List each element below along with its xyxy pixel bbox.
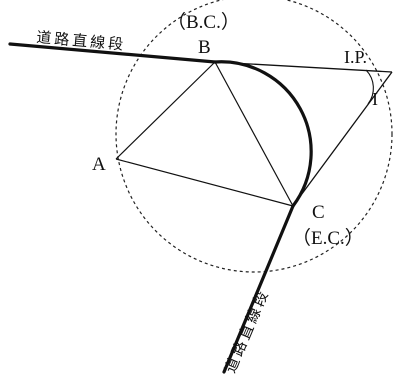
- label-ec-note: （E.C.）: [292, 227, 364, 249]
- label-road-bottom: 道路直線段: [221, 286, 273, 374]
- tangent-ip-c: [292, 71, 393, 207]
- line-a-c: [115, 158, 294, 207]
- label-ip: I.P.: [344, 47, 367, 67]
- chord-b-c: [214, 61, 294, 207]
- label-point-c: C: [312, 202, 325, 223]
- label-bc-note: （B.C.）: [167, 11, 240, 33]
- curve-arc-bc: [213, 60, 313, 208]
- dotted-circle: [115, 0, 393, 273]
- line-a-b: [115, 61, 216, 160]
- label-angle-i: I: [372, 89, 378, 109]
- label-point-a: A: [92, 154, 106, 175]
- road-straight-top: [8, 42, 217, 64]
- label-road-top: 道路直線段: [36, 28, 127, 54]
- label-point-b: B: [198, 37, 211, 58]
- road-straight-bottom: [222, 204, 295, 374]
- angle-arc-i: [365, 69, 374, 105]
